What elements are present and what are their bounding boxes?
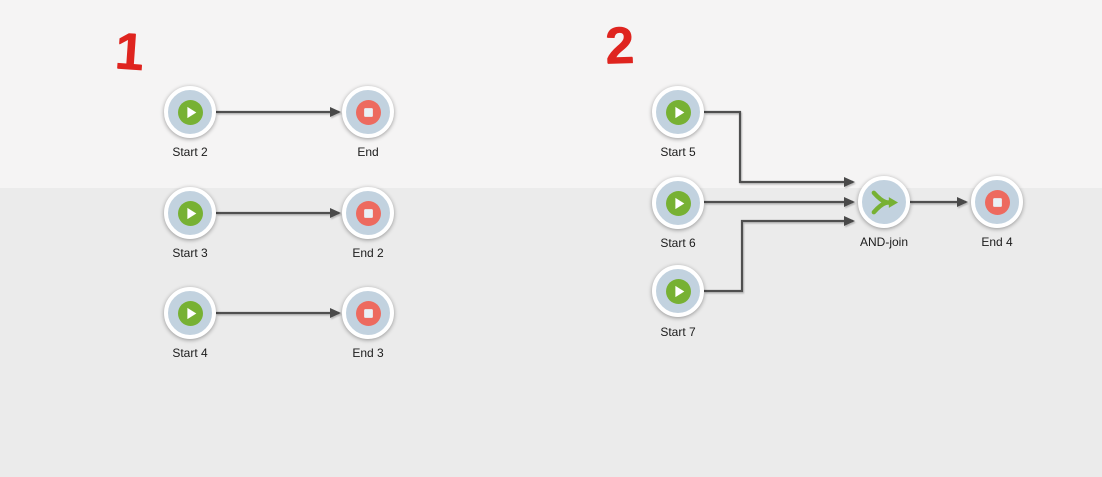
connector-start5-andjoin[interactable] [704, 110, 855, 187]
play-icon [665, 99, 691, 125]
stop-icon [355, 200, 381, 226]
node-label-start-6: Start 6 [660, 236, 696, 250]
play-icon [665, 278, 691, 304]
node-start-5[interactable] [652, 86, 704, 138]
node-end-4[interactable] [971, 176, 1023, 228]
annotation-group-1: 1 [113, 22, 144, 82]
play-icon [177, 99, 203, 125]
play-icon [177, 300, 203, 326]
node-label-end: End [357, 145, 379, 159]
node-start-6[interactable] [652, 177, 704, 229]
node-end[interactable] [342, 86, 394, 138]
node-start-7[interactable] [652, 265, 704, 317]
node-label-start-4: Start 4 [172, 346, 208, 360]
node-end-3[interactable] [342, 287, 394, 339]
node-label-end-3: End 3 [352, 346, 384, 360]
play-icon [665, 190, 691, 216]
stop-icon [355, 99, 381, 125]
stop-icon [984, 189, 1010, 215]
node-label-start-2: Start 2 [172, 145, 208, 159]
stop-icon [355, 300, 381, 326]
node-start-4[interactable] [164, 287, 216, 339]
node-and-join[interactable] [858, 176, 910, 228]
merge-icon [868, 188, 901, 217]
node-label-end-4: End 4 [981, 235, 1013, 249]
node-label-end-2: End 2 [352, 246, 384, 260]
annotation-group-2: 2 [603, 16, 633, 76]
node-label-start-3: Start 3 [172, 246, 208, 260]
node-start-2[interactable] [164, 86, 216, 138]
node-label-start-5: Start 5 [660, 145, 696, 159]
node-start-3[interactable] [164, 187, 216, 239]
play-icon [177, 200, 203, 226]
connector-start7-andjoin[interactable] [704, 216, 855, 293]
node-label-start-7: Start 7 [660, 325, 696, 339]
node-label-and-join: AND-join [859, 235, 909, 249]
node-end-2[interactable] [342, 187, 394, 239]
